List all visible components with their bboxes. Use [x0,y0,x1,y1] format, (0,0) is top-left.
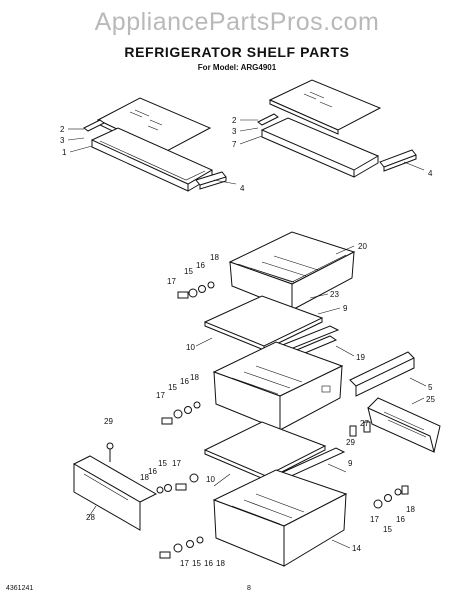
callout-27: 27 [360,419,369,428]
callout-19: 19 [356,353,365,362]
callout-3-left: 3 [60,136,65,145]
callout-17-c: 17 [370,515,379,524]
callout-7: 7 [232,140,237,149]
pan-drawer-middle [212,341,344,431]
callout-15-a: 15 [184,267,193,276]
callout-15-e: 15 [192,559,201,568]
callout-29-right: 29 [346,438,355,447]
callout-labels: 2 3 1 4 2 3 7 4 20 18 16 15 17 23 9 10 1… [60,116,435,568]
callout-9-upper: 9 [343,304,348,313]
drawer-rail-5 [349,351,415,397]
crisper-drawer-upper [228,231,356,311]
callout-18-d: 18 [140,473,149,482]
drawer-cover-upper [203,295,324,351]
callout-4-left: 4 [240,184,245,193]
shelf-trim-left [83,119,105,132]
hardware-set-left [156,473,199,494]
shelf-rail-right [379,149,417,172]
diagram-title: REFRIGERATOR SHELF PARTS [124,44,350,60]
callout-17-b: 17 [156,391,165,400]
callout-15-c: 15 [383,525,392,534]
drawer-slide-25 [367,397,441,453]
drawer-cover-lower [203,421,327,481]
leader-lines [67,119,427,549]
callout-2-right: 2 [232,116,237,125]
callout-28: 28 [86,513,95,522]
callout-18-e: 18 [216,559,225,568]
callout-17-e: 17 [180,559,189,568]
callout-2-left: 2 [60,125,65,134]
shelf-frame-right [260,117,380,178]
callout-15-b: 15 [168,383,177,392]
callout-25: 25 [426,395,435,404]
side-bracket-28 [72,455,158,531]
callout-1: 1 [62,148,67,157]
callout-3-right: 3 [232,127,237,136]
callout-17-d: 17 [172,459,181,468]
hardware-set-right [349,421,409,509]
callout-18-b: 18 [190,373,199,382]
callout-18-c: 18 [406,505,415,514]
model-line: For Model: ARG4901 [197,63,277,72]
shelf-rail-left [195,171,227,190]
callout-10-lower: 10 [206,475,215,484]
callout-9-lower: 9 [348,459,353,468]
document-number: 4361241 [6,585,34,592]
callout-16-e: 16 [204,559,213,568]
callout-20: 20 [358,242,367,251]
hardware-set-upper [177,281,215,299]
callout-15-d: 15 [158,459,167,468]
callout-29-left: 29 [104,417,113,426]
hardware-set-middle [161,401,201,425]
callout-16-a: 16 [196,261,205,270]
callout-16-d: 16 [148,467,157,476]
callout-16-b: 16 [180,377,189,386]
callout-5: 5 [428,383,433,392]
callout-16-c: 16 [396,515,405,524]
shelf-trim-right [257,113,279,126]
callout-4-right: 4 [428,169,433,178]
page-number: 8 [247,585,251,592]
callout-23: 23 [330,290,339,299]
hardware-set-bottom [159,536,204,559]
screw-29 [106,442,114,462]
watermark: AppliancePartsPros.com [94,8,380,36]
callout-18-a: 18 [210,253,219,262]
callout-14: 14 [352,544,361,553]
callout-10-upper: 10 [186,343,195,352]
glass-shelf-right [268,79,382,135]
callout-17-a: 17 [167,277,176,286]
crisper-drawer-lower [212,469,348,567]
